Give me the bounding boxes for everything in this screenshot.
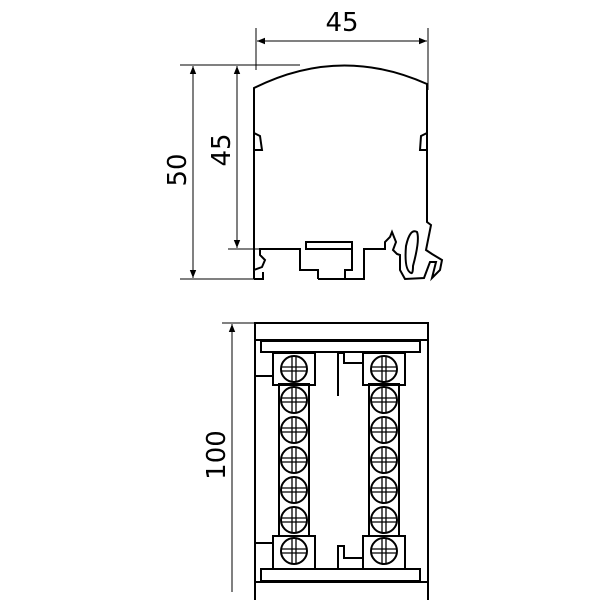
screw-icon	[370, 476, 398, 504]
screw-slot-icon	[282, 508, 306, 532]
terminal-end-block	[272, 352, 316, 386]
terminal-end-block	[362, 535, 406, 570]
screw-slot-icon	[372, 508, 396, 532]
dimension-label-width: 45	[325, 8, 358, 38]
screw-slot-icon	[372, 418, 396, 442]
side-view-profile	[253, 64, 444, 282]
terminal-end-block	[362, 352, 406, 386]
screw-slot-icon	[372, 357, 396, 381]
screw-icon	[280, 446, 308, 474]
screw-slot-icon	[282, 478, 306, 502]
screw-icon	[280, 416, 308, 444]
terminal-end-block	[272, 535, 316, 570]
top-view	[254, 322, 429, 600]
screw-icon	[280, 476, 308, 504]
dimension-width: 45	[255, 8, 429, 90]
screw-slot-icon	[282, 388, 306, 412]
dimension-height-body: 45	[207, 66, 262, 250]
screw-icon	[370, 416, 398, 444]
screw-slot-icon	[282, 357, 306, 381]
screw-icon	[370, 506, 398, 534]
dimension-label-height-body: 45	[207, 133, 237, 166]
screw-icon	[370, 355, 398, 383]
screw-icon	[280, 506, 308, 534]
screw-icon	[370, 537, 398, 565]
screw-icon	[370, 446, 398, 474]
dimension-label-length: 100	[202, 430, 232, 480]
latch-clip	[404, 230, 419, 275]
screw-slot-icon	[372, 448, 396, 472]
screw-slot-icon	[372, 478, 396, 502]
screw-slot-icon	[282, 539, 306, 563]
screw-icon	[370, 386, 398, 414]
screw-slot-icon	[282, 418, 306, 442]
screw-icon	[280, 386, 308, 414]
screw-icon	[280, 537, 308, 565]
side-notch-left	[253, 132, 264, 151]
dimension-length: 100	[202, 322, 256, 592]
dimension-height-total: 50	[163, 64, 300, 280]
side-notch-right	[418, 132, 428, 151]
screw-slot-icon	[282, 448, 306, 472]
dimension-label-height-total: 50	[163, 153, 193, 186]
screw-slot-icon	[372, 388, 396, 412]
screw-icon	[280, 355, 308, 383]
screw-slot-icon	[372, 539, 396, 563]
